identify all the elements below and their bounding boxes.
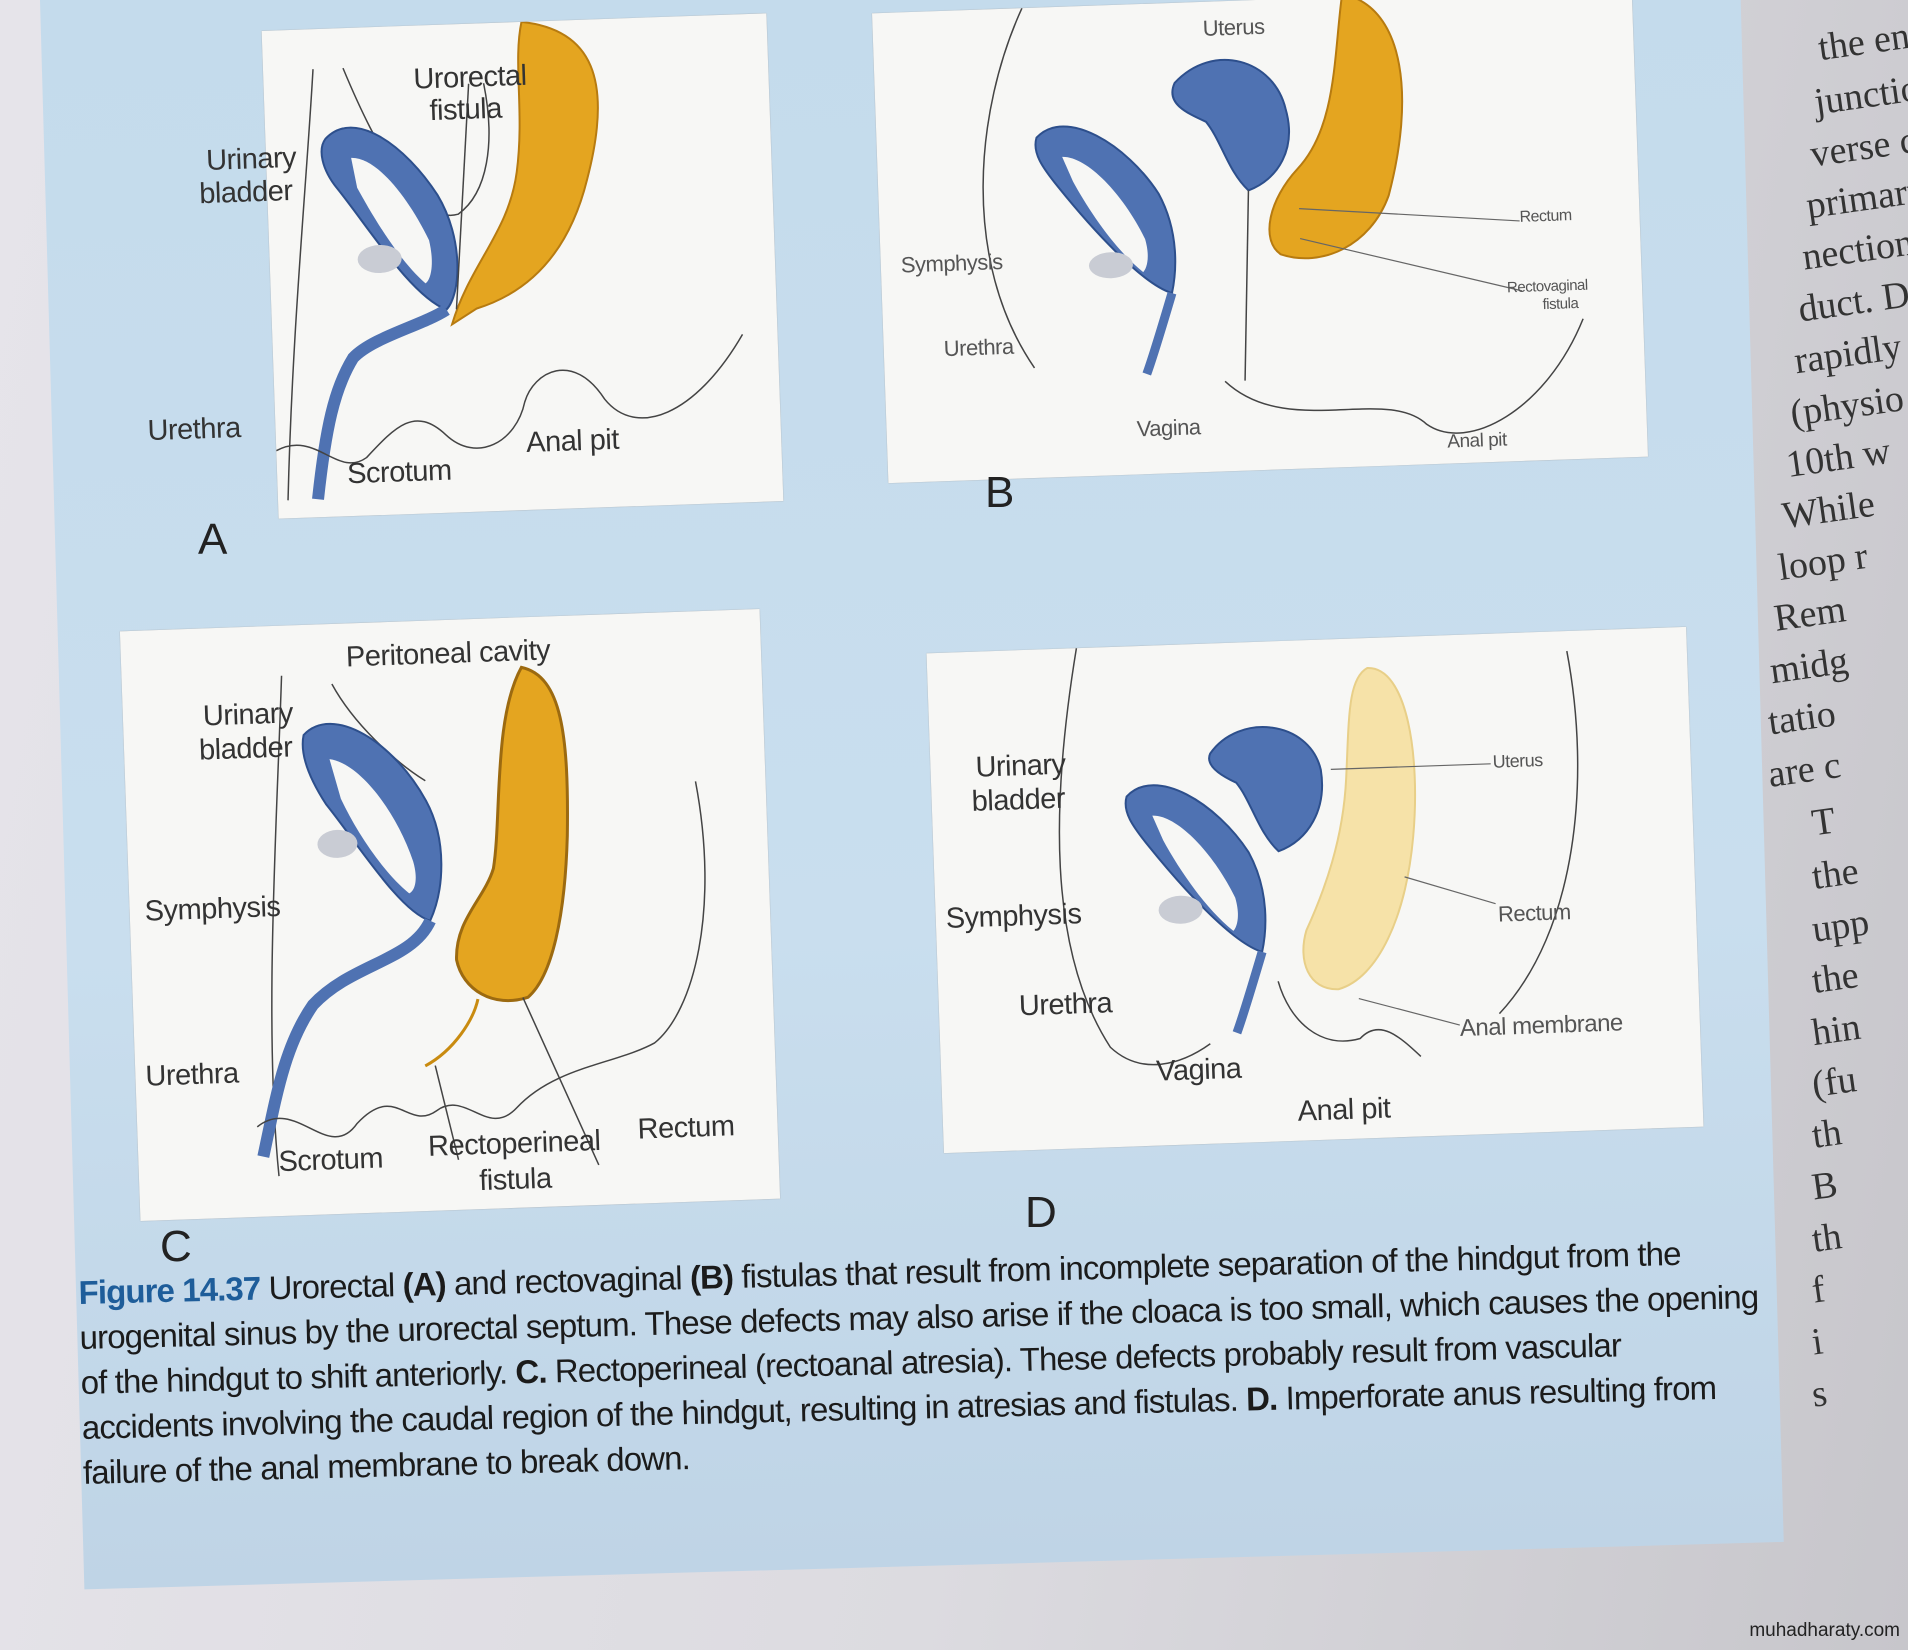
label-vagina: Vagina	[1155, 1052, 1242, 1088]
figure-caption: Figure 14.37 Urorectal (A) and rectovagi…	[78, 1229, 1763, 1495]
label-uterus: Uterus	[1202, 13, 1265, 41]
panel-b: Uterus Symphysis Urethra Vagina Rectum R…	[872, 0, 1648, 484]
caption-ref-c: C.	[514, 1352, 548, 1391]
label-symphysis: Symphysis	[144, 890, 281, 928]
caption-text: and rectovaginal	[445, 1259, 691, 1303]
facing-page-line: midg	[1767, 639, 1851, 693]
label-uterus: Uterus	[1492, 749, 1543, 772]
facing-page-line: (fu	[1809, 1058, 1860, 1106]
facing-page-line: junction	[1811, 64, 1908, 124]
facing-page-line: s	[1809, 1372, 1830, 1416]
facing-page-line: th	[1809, 1215, 1845, 1261]
label-anal-pit: Anal pit	[1446, 429, 1508, 453]
label-symphysis: Symphysis	[945, 898, 1082, 935]
label-bladder: bladder	[198, 174, 294, 211]
panel-c-letter: C	[160, 1222, 192, 1271]
panel-c-illustration	[256, 665, 706, 1177]
facing-page-line: 10th w	[1783, 429, 1893, 487]
label-scrotum: Scrotum	[277, 1142, 384, 1179]
label-rectoperineal: Rectoperineal	[427, 1124, 601, 1163]
panel-d: Urinary bladder Symphysis Urethra Vagina…	[926, 626, 1704, 1154]
facing-page-line: are c	[1765, 744, 1844, 796]
label-urinary: Urinary	[974, 748, 1066, 784]
facing-page-line: primary	[1803, 168, 1908, 228]
facing-page-line: B	[1809, 1163, 1841, 1209]
label-urinary: Urinary	[202, 697, 294, 733]
facing-page-line: th	[1809, 1111, 1845, 1157]
facing-page-line: (physio	[1787, 377, 1907, 435]
label-urethra: Urethra	[144, 1057, 240, 1093]
facing-page-line: the	[1809, 953, 1862, 1003]
facing-page-line: hin	[1809, 1005, 1864, 1055]
label-scrotum: Scrotum	[346, 454, 453, 491]
label-bladder: bladder	[971, 782, 1066, 818]
facing-page-line: i	[1809, 1320, 1826, 1364]
facing-page-line: verse co	[1807, 116, 1908, 176]
caption-ref-b: (B)	[689, 1258, 734, 1297]
label-fistula: fistula	[1542, 294, 1579, 314]
label-urethra: Urethra	[146, 411, 242, 448]
label-bladder: bladder	[198, 731, 293, 767]
facing-page-line: the	[1809, 849, 1862, 899]
facing-page-line: rapidly	[1791, 325, 1905, 383]
label-rectum: Rectum	[1497, 899, 1572, 927]
figure-number: Figure 14.37	[78, 1269, 261, 1311]
facing-page-line: While	[1779, 482, 1878, 538]
caption-ref-a: (A)	[402, 1265, 447, 1304]
facing-page-line: tatio	[1765, 692, 1839, 744]
panel-c: Peritoneal cavity Urinary bladder Symphy…	[119, 609, 781, 1221]
label-fistula: fistula	[478, 1162, 553, 1198]
label-rectovaginal: Rectovaginal	[1506, 276, 1588, 297]
caption-ref-d: D.	[1245, 1379, 1278, 1418]
panel-a-letter: A	[198, 515, 228, 564]
label-urethra: Urethra	[1018, 987, 1113, 1023]
panel-d-illustration	[1058, 648, 1579, 1066]
label-fistula: fistula	[428, 92, 503, 128]
caption-text: Urorectal	[268, 1266, 404, 1307]
facing-page-line: nection	[1799, 221, 1908, 279]
panel-d-letter: D	[1025, 1188, 1057, 1237]
watermark: muhadharaty.com	[1749, 1620, 1900, 1641]
panel-a-illustration	[275, 20, 744, 501]
label-anal-pit: Anal pit	[525, 423, 620, 459]
facing-page-line: the en	[1815, 14, 1908, 70]
facing-page-line: upp	[1809, 901, 1872, 951]
label-vagina: Vagina	[1136, 414, 1201, 442]
panel-b-letter: B	[985, 468, 1015, 517]
label-anal-membrane: Anal membrane	[1459, 1009, 1624, 1043]
label-rectum: Rectum	[637, 1110, 736, 1146]
panel-b-illustration	[982, 0, 1584, 434]
facing-page-line: loop r	[1775, 534, 1871, 590]
facing-page-line: duct. D	[1795, 273, 1908, 331]
facing-page-line: Rem	[1771, 588, 1849, 640]
label-symphysis: Symphysis	[900, 249, 1004, 278]
label-rectum: Rectum	[1519, 207, 1572, 226]
panel-a: Urorectal fistula Urinary bladder Urethr…	[147, 13, 784, 519]
label-urorectal: Urorectal	[412, 59, 528, 96]
label-anal-pit: Anal pit	[1297, 1092, 1391, 1128]
facing-page-line: T	[1809, 799, 1839, 845]
facing-page-line: f	[1809, 1268, 1828, 1312]
label-urinary: Urinary	[205, 141, 297, 177]
label-urethra: Urethra	[943, 333, 1015, 362]
